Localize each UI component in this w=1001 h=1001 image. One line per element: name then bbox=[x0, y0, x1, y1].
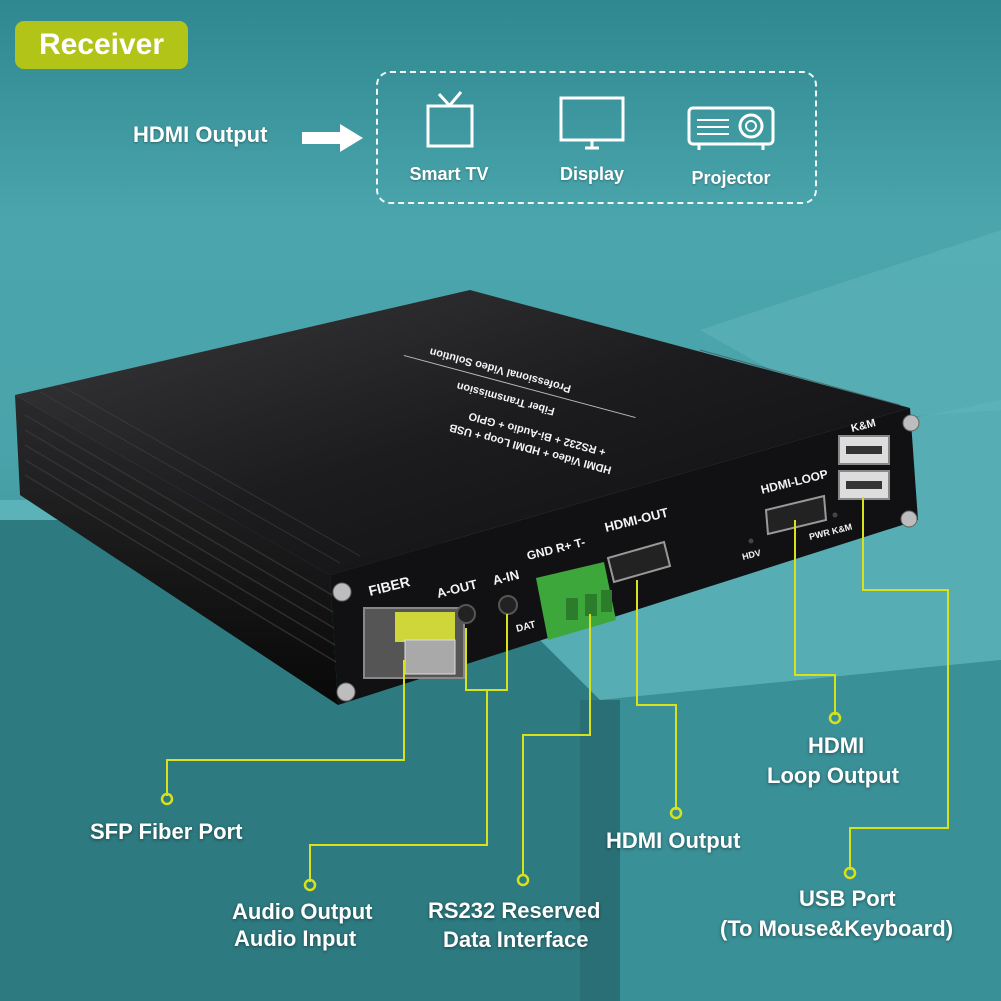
monitor-icon bbox=[559, 96, 625, 150]
device-smart-tv: Smart TV bbox=[398, 88, 500, 185]
audio-input-label: Audio Input bbox=[234, 926, 357, 951]
dat-label: DAT bbox=[515, 619, 537, 634]
hdv-label: HDV bbox=[741, 548, 762, 562]
device-label: Display bbox=[559, 164, 625, 184]
a-in-label: A-IN bbox=[491, 567, 521, 588]
usb-port-label: USB Port bbox=[799, 886, 896, 911]
data-interface-label: Data Interface bbox=[443, 927, 589, 952]
usb-note-label: (To Mouse&Keyboard) bbox=[720, 916, 954, 941]
hdmi-output-heading: HDMI Output bbox=[133, 122, 268, 147]
device-label: Smart TV bbox=[409, 164, 489, 184]
hdmi-loop-label: HDMI bbox=[808, 733, 865, 758]
loop-output-label: Loop Output bbox=[767, 763, 899, 788]
audio-output-label: Audio Output bbox=[232, 899, 373, 924]
sfp-fiber-port-label: SFP Fiber Port bbox=[90, 819, 243, 844]
device-projector: Projector bbox=[680, 100, 782, 189]
projector-icon bbox=[687, 106, 775, 150]
rs232-label: RS232 Reserved bbox=[428, 898, 601, 923]
output-devices-box bbox=[376, 71, 817, 204]
device-label: Projector bbox=[691, 168, 771, 188]
right-arrow-icon bbox=[302, 124, 363, 152]
hdmi-output-callout: HDMI Output bbox=[606, 828, 741, 853]
tv-icon bbox=[426, 91, 474, 148]
device-display: Display bbox=[541, 92, 643, 185]
receiver-badge: Receiver bbox=[15, 21, 188, 69]
km-label: K&M bbox=[850, 417, 877, 435]
